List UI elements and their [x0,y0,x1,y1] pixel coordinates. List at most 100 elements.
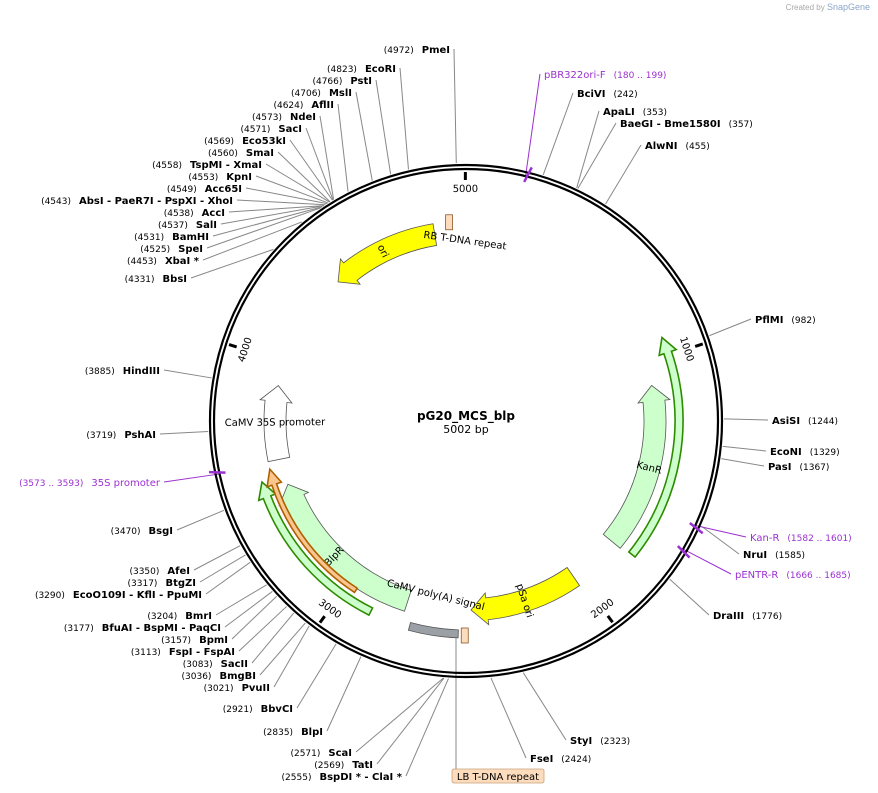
site-label[interactable]: (3204)BmrI [147,611,212,622]
site-label-text: (3204)BmrI [147,611,212,622]
site-label[interactable]: ApaLI(353) [603,107,667,118]
site-label[interactable]: (3290)EcoO109I - KflI - PpuMI [35,590,202,601]
site-label[interactable]: PflMI(982) [755,315,816,326]
site-label[interactable]: (2555)BspDI * - ClaI * [282,772,403,783]
site-name: FseI [530,754,553,765]
tick-mark [318,615,326,624]
leader-line [399,67,409,170]
site-name: DraIII [713,611,744,622]
repeat-marker[interactable] [460,627,469,644]
site-label[interactable]: (3177)BfuAI - BspMI - PaqCI [64,623,221,634]
site-label[interactable]: (4331)BbsI [125,274,187,285]
site-position: (2571) [290,749,320,759]
feature-ori-label: ori [375,243,391,260]
site-label[interactable]: (3113)FspI - FspAI [131,647,235,658]
site-label[interactable]: (3350)AfeI [129,566,190,577]
site-label[interactable]: (3885)HindIII [85,366,160,377]
site-label-text: (2569)TatI [314,760,373,771]
site-label-text: (3021)PvuII [204,683,270,694]
site-label-text: (4558)TspMI - XmaI [152,160,262,171]
feature-camv-poly-a-signal-arrow[interactable] [407,622,459,639]
site-label[interactable]: (3719)PshAI [86,430,156,441]
site-label-text: DraIII(1776) [713,611,782,622]
site-label[interactable]: (4571)SacI [240,124,302,135]
site-position: (4531) [134,233,164,243]
feature-kanr-arrow[interactable] [627,336,684,559]
site-label[interactable]: EcoNI(1329) [770,447,840,458]
primer-name: pBR322ori-F [544,70,606,81]
repeat-rb-label: RB T-DNA repeat [423,230,507,253]
site-label[interactable]: (4549)Acc65I [167,184,242,195]
site-label[interactable]: (4525)SpeI [140,244,203,255]
site-position: (982) [791,316,815,326]
site-name: PstI [350,76,372,87]
site-label[interactable]: BciVI(242) [577,89,638,100]
leader-line [231,595,278,640]
site-label[interactable]: (4766)PstI [312,76,372,87]
site-label[interactable]: (4553)KpnI [188,172,252,183]
site-label[interactable]: AsiSI(1244) [772,416,838,427]
site-position: (4823) [327,65,357,75]
site-label[interactable]: DraIII(1776) [713,611,782,622]
primer-name: 35S promoter [91,478,161,489]
site-label[interactable]: (3021)PvuII [204,683,270,694]
site-name: PvuII [242,683,270,694]
feature-psa-ori-arrow[interactable] [470,566,581,626]
site-label[interactable]: NruI(1585) [743,550,805,561]
site-name: BmgBI [219,671,256,682]
site-label[interactable]: (3083)SacII [183,659,248,670]
site-label[interactable]: (2571)ScaI [290,748,352,759]
site-position: (357) [729,120,753,130]
site-label[interactable]: (4706)MslI [291,88,352,99]
site-label[interactable]: (3470)BsgI [111,526,173,537]
feature-feature-arrow[interactable] [257,480,374,617]
site-label[interactable]: (2569)TatI [314,760,373,771]
site-label[interactable]: (4538)AccI [164,208,225,219]
repeat-lb-box[interactable] [451,768,545,784]
site-label[interactable]: (3036)BmgBI [182,671,256,682]
site-name: SacII [221,659,248,670]
site-label[interactable]: StyI(2323) [570,736,630,747]
feature-ori-arrow[interactable] [337,223,438,285]
site-label[interactable]: (3317)BtgZI [128,578,196,589]
feature-kanr-arrow[interactable] [602,384,671,549]
repeat-marker[interactable] [445,214,453,231]
tick-mark [606,614,614,624]
site-name: PasI [768,462,791,473]
site-name: SpeI [178,244,203,255]
site-label-text: (2835)BlpI [263,727,323,738]
site-label[interactable]: (4624)AflII [273,100,334,111]
site-label[interactable]: BaeGI - Bme1580I(357) [620,119,753,130]
site-label[interactable]: (4972)PmeI [384,45,450,56]
feature-feature-arrow[interactable] [266,467,359,594]
site-label[interactable]: (4569)Eco53kI [204,136,286,147]
site-label[interactable]: (4537)SalI [158,220,217,231]
site-label[interactable]: (2921)BbvCI [223,704,293,715]
site-label[interactable]: PasI(1367) [768,462,829,473]
site-name: SacI [278,124,302,135]
site-label[interactable]: (2835)BlpI [263,727,323,738]
site-label[interactable]: AlwNI(455) [645,141,710,152]
site-label[interactable]: (4558)TspMI - XmaI [152,160,262,171]
site-label-text: BaeGI - Bme1580I(357) [620,119,753,130]
site-label[interactable]: (4531)BamHI [134,232,209,243]
primer-label[interactable]: Kan-R(1582 .. 1601) [750,533,852,544]
site-label-text: AsiSI(1244) [772,416,838,427]
primer-label[interactable]: pENTR-R(1666 .. 1685) [735,570,851,581]
primer-range: (1582 .. 1601) [787,534,851,544]
site-label[interactable]: (4823)EcoRI [327,64,396,75]
site-label[interactable]: (4573)NdeI [252,112,316,123]
site-label[interactable]: (3157)BpmI [161,635,228,646]
primer-range: (1666 .. 1685) [786,571,850,581]
leader-line [273,625,310,688]
site-label[interactable]: FseI(2424) [530,754,591,765]
primer-label[interactable]: pBR322ori-F(180 .. 199) [544,70,666,81]
leader-line [212,206,323,237]
primer-label[interactable]: (3573 .. 3593)35S promoter [19,478,161,489]
site-label[interactable]: (4560)SmaI [208,148,274,159]
feature-camv-35s-promoter-arrow[interactable] [259,385,293,463]
site-label[interactable]: (4453)XbaI * [127,256,200,267]
site-label[interactable]: (4543)AbsI - PaeR7I - PspXI - XhoI [41,196,233,207]
site-name: BciVI [577,89,605,100]
